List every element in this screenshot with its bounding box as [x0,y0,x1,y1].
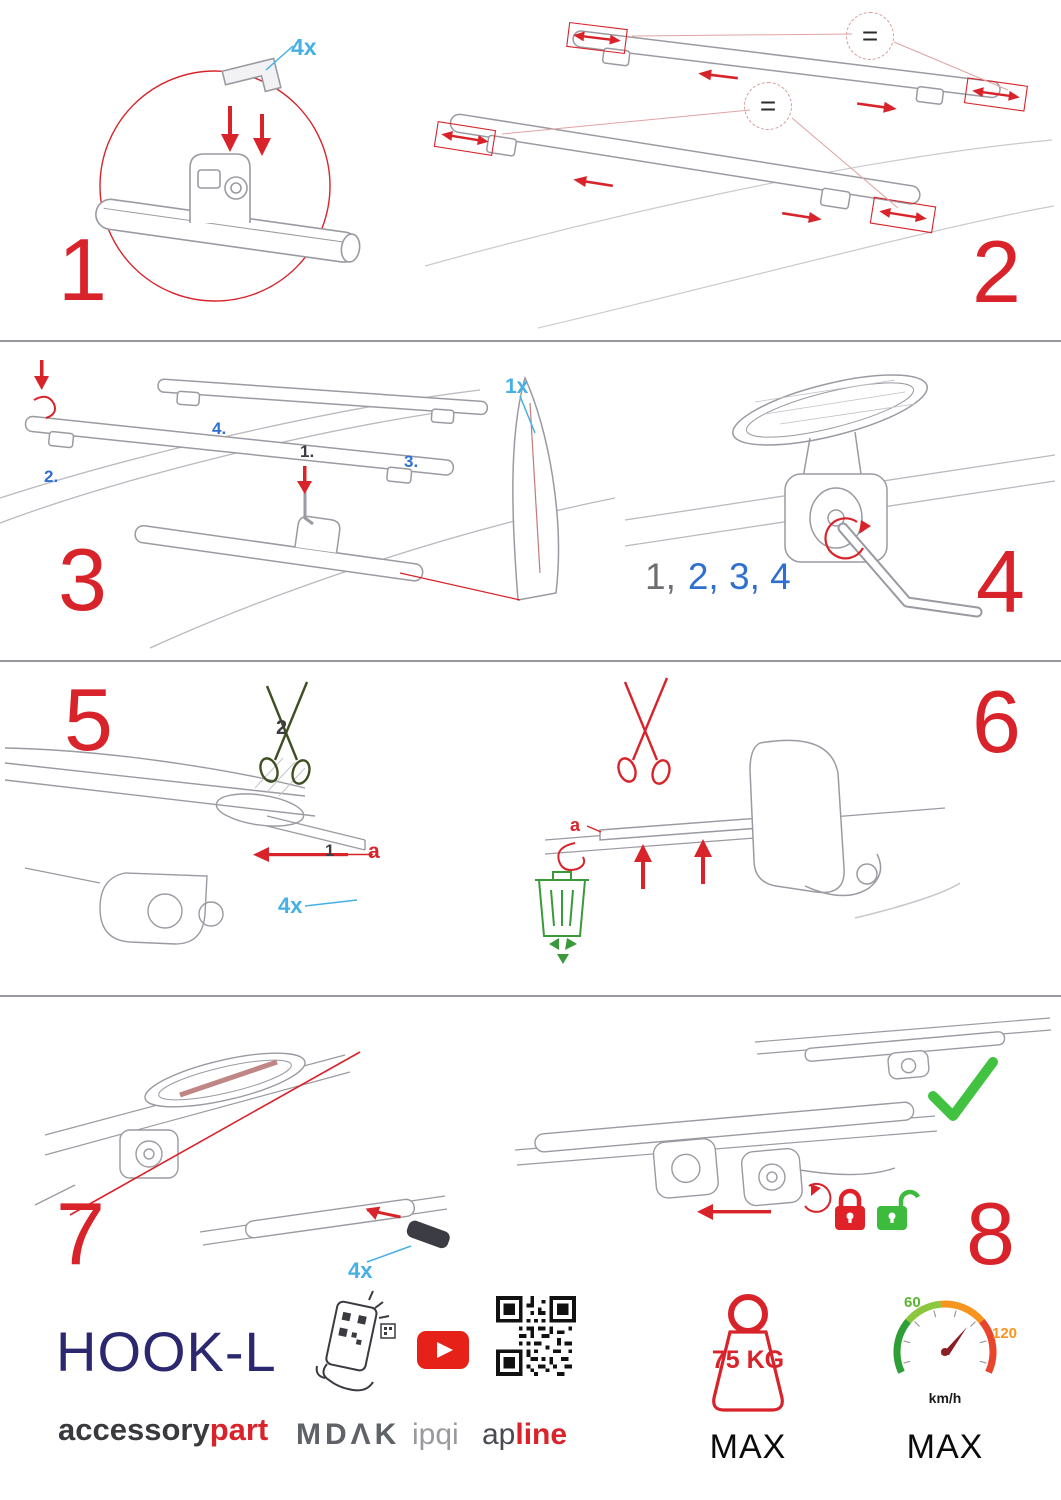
crossbar-clamp-drawing [95,57,361,263]
section-divider [0,340,1061,342]
step-5-n1-label: 1 [325,841,335,860]
step-1-illustration [95,45,361,302]
rotate-arrow [804,1182,832,1213]
rotate-arrow [824,517,864,560]
equal-sign: = [759,90,777,121]
step-4-illustration [625,374,1055,618]
product-name: HOOK-L [56,1320,277,1383]
logo-ipqi: ipqi [412,1418,459,1451]
speedometer-icon [893,1300,997,1374]
step-2-number: 2 [972,222,1021,321]
step-3-sub1-label: 1. [300,442,315,461]
logo-apline: apline [482,1420,567,1450]
step-5-illustration [5,681,373,945]
strap-curl [33,395,56,419]
cone-leader-line [399,572,521,601]
youtube-icon [417,1331,469,1369]
step-7-number: 7 [56,1184,105,1283]
equal-sign: = [861,20,879,51]
step-2-illustration [424,21,1055,329]
roof-bars-drawing [24,375,560,601]
section-divider [0,660,1061,662]
step-6-a-label: a [570,815,581,835]
step-3-illustration [0,360,615,649]
speedometer-needle [941,1327,967,1355]
step-7-illustration [34,1051,450,1263]
clamp-cover-drawing [544,739,960,919]
locked-assembly-drawing [514,1017,1052,1207]
rail-strap-drawing [5,747,366,945]
zoom-circle [99,70,331,302]
emphasis-line [69,1051,361,1216]
apline-prefix: ap [482,1418,516,1451]
speed-low-tick: 60 [904,1294,921,1311]
key-down-arrow [297,466,312,494]
trash-bin-icon [535,871,589,937]
step-4-number: 4 [976,532,1025,631]
slide-arrow [697,1204,771,1220]
clamp-closeup-drawing [732,374,928,563]
recycle-icon [549,938,577,964]
weight-max-label: MAX [709,1428,787,1466]
apline-accent: line [515,1418,568,1451]
step-3-number: 3 [58,530,107,629]
step-3-sub3-label: 3. [404,452,419,471]
step-6-illustration [535,677,960,964]
step-3-sub2-label: 2. [44,467,59,486]
section-divider [0,995,1061,997]
qty-leader-line [366,1245,412,1263]
qr-code [496,1296,576,1376]
speed-high-tick: 120 [992,1325,1018,1342]
step-5-number: 5 [64,670,113,769]
sequence-blue: 2, 3, 4 [687,556,791,597]
step-8-number: 8 [966,1184,1015,1283]
speed-max-label: MAX [906,1428,984,1466]
brand-primary: accessory [58,1412,210,1447]
step-6-number: 6 [972,672,1021,771]
step-5-qty-label: 4x [278,893,303,918]
insert-arrow [365,1206,401,1220]
sequence-gray: 1, [645,556,676,597]
step-1-number: 1 [58,220,107,319]
step-1-qty-label: 4x [291,34,317,60]
scissors-icon [259,681,311,785]
scissors-icon [617,677,671,785]
cut-strap-curl [557,842,586,871]
qty-leader-line [519,395,536,434]
brand-logo: accessorypart [58,1414,268,1445]
speed-unit: km/h [928,1390,962,1406]
padlock-locked-icon [835,1188,865,1230]
checkmark-icon [928,1057,998,1121]
step-4-sequence: 1, 2, 3, 4 [645,556,791,598]
logo-mdak: MDΛK [296,1418,401,1451]
measurement-boxes [433,21,1028,234]
qty-leader-line [265,45,294,71]
step-3-qty-label: 1x [505,375,529,398]
brand-accent: part [209,1412,269,1447]
weight-icon [712,1294,784,1412]
padlock-unlocked-icon [877,1189,921,1230]
remove-arrow [34,360,49,390]
qty-leader-line [304,899,358,907]
step-5-a-label: a [368,840,380,863]
equal-spacing-badge-mid: = [744,82,792,130]
equal-leader-lines [501,33,1009,209]
phone-scan-icon [315,1290,396,1392]
insert-arrows [221,106,271,156]
push-up-arrows [634,839,712,889]
strap-insert-arrow [253,847,348,862]
step-5-n2-label: 2 [276,717,288,739]
step-3-sub4-label: 4. [212,419,227,438]
step-8-illustration [514,1017,1052,1230]
crossbars-drawing [449,30,1001,210]
equal-spacing-badge-top: = [846,12,894,60]
step-7-qty-label: 4x [348,1258,373,1283]
strap-end-cap [406,1220,450,1249]
weight-limit-value: 75 KG [711,1346,785,1374]
